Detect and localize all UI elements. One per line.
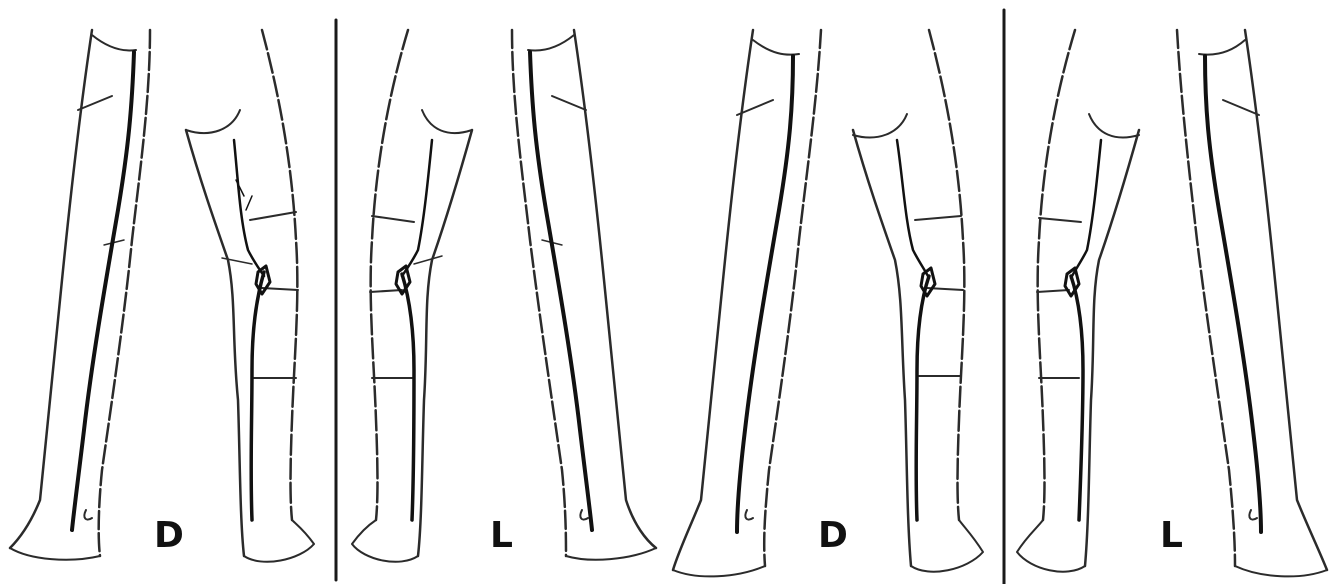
label-left-side: L [490,518,513,554]
thigh-line [250,212,296,220]
ankle-mark [580,510,588,520]
buttock-crease [186,110,240,133]
label-left-side: L [1160,518,1183,554]
posterior-thigh-vein [897,140,929,278]
foot-outline [1235,566,1327,576]
thigh-line [372,216,414,222]
posterior-thigh-vein [1071,140,1101,278]
anterior-leg-right [10,30,150,560]
posterior-leg-left [1017,30,1139,572]
knee-diagonal [222,258,252,264]
groin-line [1199,40,1245,55]
small-saphenous-vein [251,272,264,520]
leg-outline-medial [186,130,244,556]
small-saphenous-vein [402,274,414,520]
posterior-leg-right [853,30,983,572]
popliteal-line [1037,290,1069,292]
thigh-crease [1223,100,1259,115]
knee-diagonal [414,256,442,264]
foot-outline [673,566,765,576]
diagram-panel-left [0,0,668,584]
groin-line [92,35,136,50]
heel-outline [1017,520,1085,572]
leg-outline-medial [1085,130,1139,566]
leg-outline-lateral [929,30,964,520]
thigh-line [915,216,961,220]
great-saphenous-vein [1205,56,1261,532]
foot-outline [10,548,100,560]
leg-outline-medial [853,130,911,566]
heel-outline [911,520,983,572]
heel-outline [244,520,314,562]
posterior-leg-right [186,30,314,562]
buttock-crease [853,114,907,137]
label-right-side: D [154,518,184,554]
leg-outline-medial [512,30,566,556]
anterior-leg-left [1177,30,1327,576]
heel-outline [352,520,418,562]
buttock-crease [1089,114,1139,137]
thigh-crease [552,96,586,110]
leg-outline-lateral [673,30,753,570]
posterior-thigh-vein [234,140,264,276]
anterior-leg-left [512,30,656,560]
popliteal-line [370,290,402,292]
anterior-leg-right [673,30,821,576]
groin-line [753,40,799,55]
great-saphenous-vein [737,56,793,532]
diagram-panel-right [667,0,1335,584]
posterior-thigh-vein [402,140,432,276]
ankle-mark [84,510,92,520]
small-saphenous-vein [916,276,929,520]
ankle-mark [1249,510,1257,520]
posterior-leg-left [352,30,472,562]
leg-outline-medial [99,30,150,556]
leg-outline-lateral [1038,30,1075,520]
buttock-crease [422,110,472,133]
foot-outline [566,548,656,560]
small-saphenous-vein [1071,276,1083,520]
ankle-mark [745,510,753,520]
groin-line [528,35,574,50]
thigh-line [1039,218,1081,222]
label-right-side: D [818,518,848,554]
